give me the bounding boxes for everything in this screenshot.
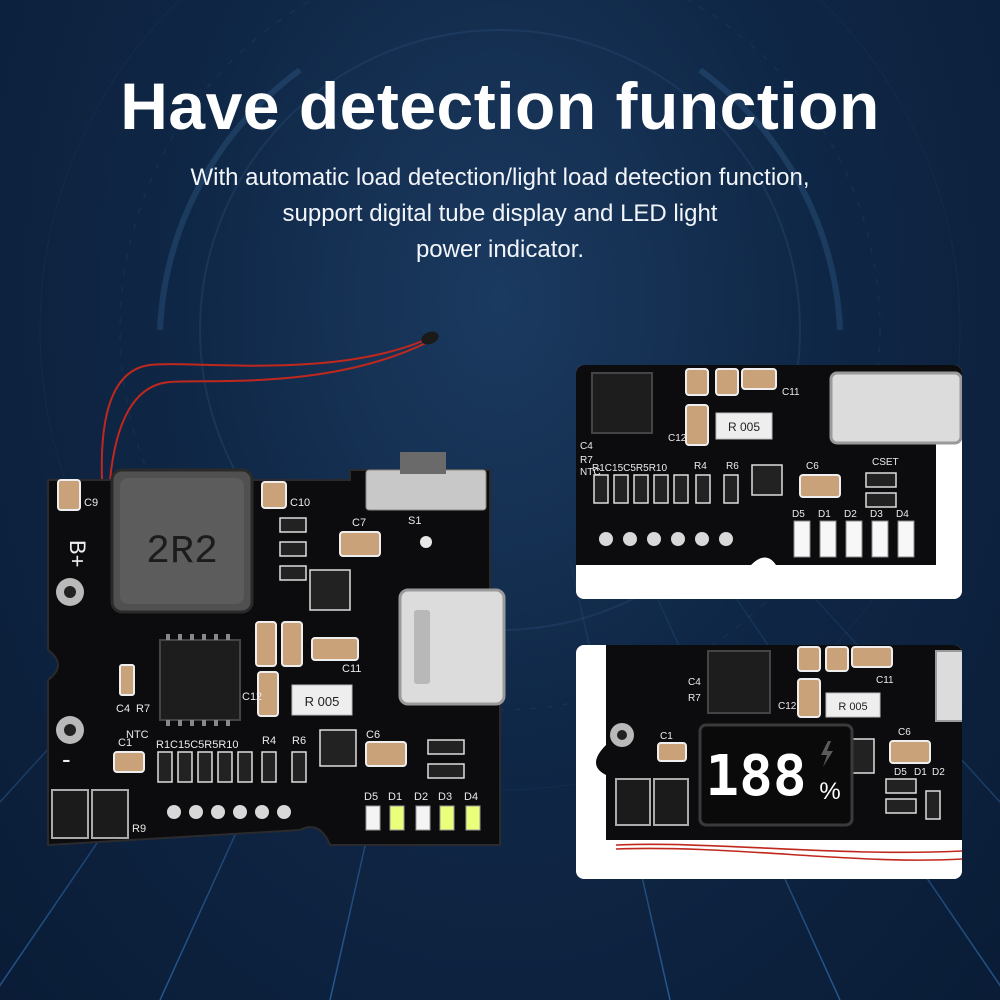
inset-top-silk-r6: R6 <box>726 461 739 472</box>
mosfet-left <box>51 789 89 839</box>
silk-c4: C4 <box>116 703 130 715</box>
resistor-label: R 005 <box>305 694 340 709</box>
silk-d5: D5 <box>364 791 378 803</box>
inset-top-silk-cset: CSET <box>872 457 899 468</box>
terminal-minus-label: - <box>62 744 71 774</box>
silk-c12: C12 <box>242 691 262 703</box>
headline: Have detection function <box>120 69 880 143</box>
silk-s1: S1 <box>408 515 421 527</box>
digital-tube-display <box>698 723 854 827</box>
inset-top-silk-d3: D3 <box>870 509 883 520</box>
lightning-icon <box>821 741 833 767</box>
inset-bottom-silk-c11: C11 <box>876 675 894 686</box>
inset-top-silk-r4: R4 <box>694 461 707 472</box>
terminal-plus-label: B+ <box>65 540 90 568</box>
main-circuit-board: B+ - 2R2 R 005 <box>47 331 506 847</box>
inset-bottom-silk-d2: D2 <box>932 767 945 778</box>
silk-d3: D3 <box>438 791 452 803</box>
inset-top-silk-d1: D1 <box>818 509 831 520</box>
silk-d2: D2 <box>414 791 428 803</box>
silk-c6: C6 <box>366 729 380 741</box>
inset-bottom-silk-c1: C1 <box>660 731 673 742</box>
current-sense-resistor <box>291 684 353 716</box>
inset-display-closeup: R 005 188 % C4 R7 C12 C11 C6 C1 D5 D1 D2 <box>576 645 962 879</box>
main-ic-chip <box>159 639 241 721</box>
silk-c7: C7 <box>352 517 366 529</box>
silk-c1: C1 <box>118 737 132 749</box>
mosfet-right <box>91 789 129 839</box>
silk-r9: R9 <box>132 823 146 835</box>
silk-d4: D4 <box>464 791 478 803</box>
description-line-1: With automatic load detection/light load… <box>190 164 810 191</box>
silk-resistor-row: R1C15C5R5R10 <box>156 739 239 751</box>
inset-bottom-silk-c12: C12 <box>778 701 797 712</box>
silk-c11: C11 <box>342 663 361 675</box>
inset-top-silk-c11: C11 <box>782 387 800 398</box>
silk-r4: R4 <box>262 735 276 747</box>
silk-ntc: NTC <box>126 729 149 741</box>
inset-top-leds <box>793 520 915 558</box>
description-line-3: power indicator. <box>415 236 585 263</box>
description-line-2: support digital tube display and LED lig… <box>282 200 718 227</box>
display-digits: 188 <box>705 744 806 809</box>
inset-top-silk-d5: D5 <box>792 509 805 520</box>
inset-top-silk-c4: C4 <box>580 441 593 452</box>
inset-bottom-silk-r7: R7 <box>688 693 701 704</box>
inset-top-silk-c6: C6 <box>806 461 819 472</box>
silk-c10: C10 <box>290 497 310 509</box>
led-indicators <box>365 805 481 831</box>
inset-bottom-silk-d1: D1 <box>914 767 927 778</box>
slide-switch <box>365 469 487 511</box>
inset-top-resistor-label: R 005 <box>728 420 760 434</box>
inductor-label: 2R2 <box>146 530 218 575</box>
inset-bottom-silk-c4: C4 <box>688 677 701 688</box>
silk-c9: C9 <box>84 497 98 509</box>
inset-top-silk-r7: R7 <box>580 455 593 466</box>
inset-bottom-silk-c6: C6 <box>898 727 911 738</box>
inset-bottom-silk-d5: D5 <box>894 767 907 778</box>
inset-top-silk-c12: C12 <box>668 433 687 444</box>
inset-top-silk-d2: D2 <box>844 509 857 520</box>
silk-r7: R7 <box>136 703 150 715</box>
silk-r6: R6 <box>292 735 306 747</box>
silk-d1: D1 <box>388 791 402 803</box>
inset-top-silk-d4: D4 <box>896 509 909 520</box>
inset-led-closeup: R 005 C4 R7 C12 C11 NTC R1C15C5R5R10 R4 <box>576 365 962 599</box>
inset-top-silk-ntc: NTC <box>580 467 601 478</box>
display-unit: % <box>819 778 840 805</box>
inset-top-silk-row: R1C15C5R5R10 <box>592 463 667 474</box>
description: With automatic load detection/light load… <box>0 160 1000 268</box>
inset-bottom-resistor-label: R 005 <box>838 701 867 713</box>
